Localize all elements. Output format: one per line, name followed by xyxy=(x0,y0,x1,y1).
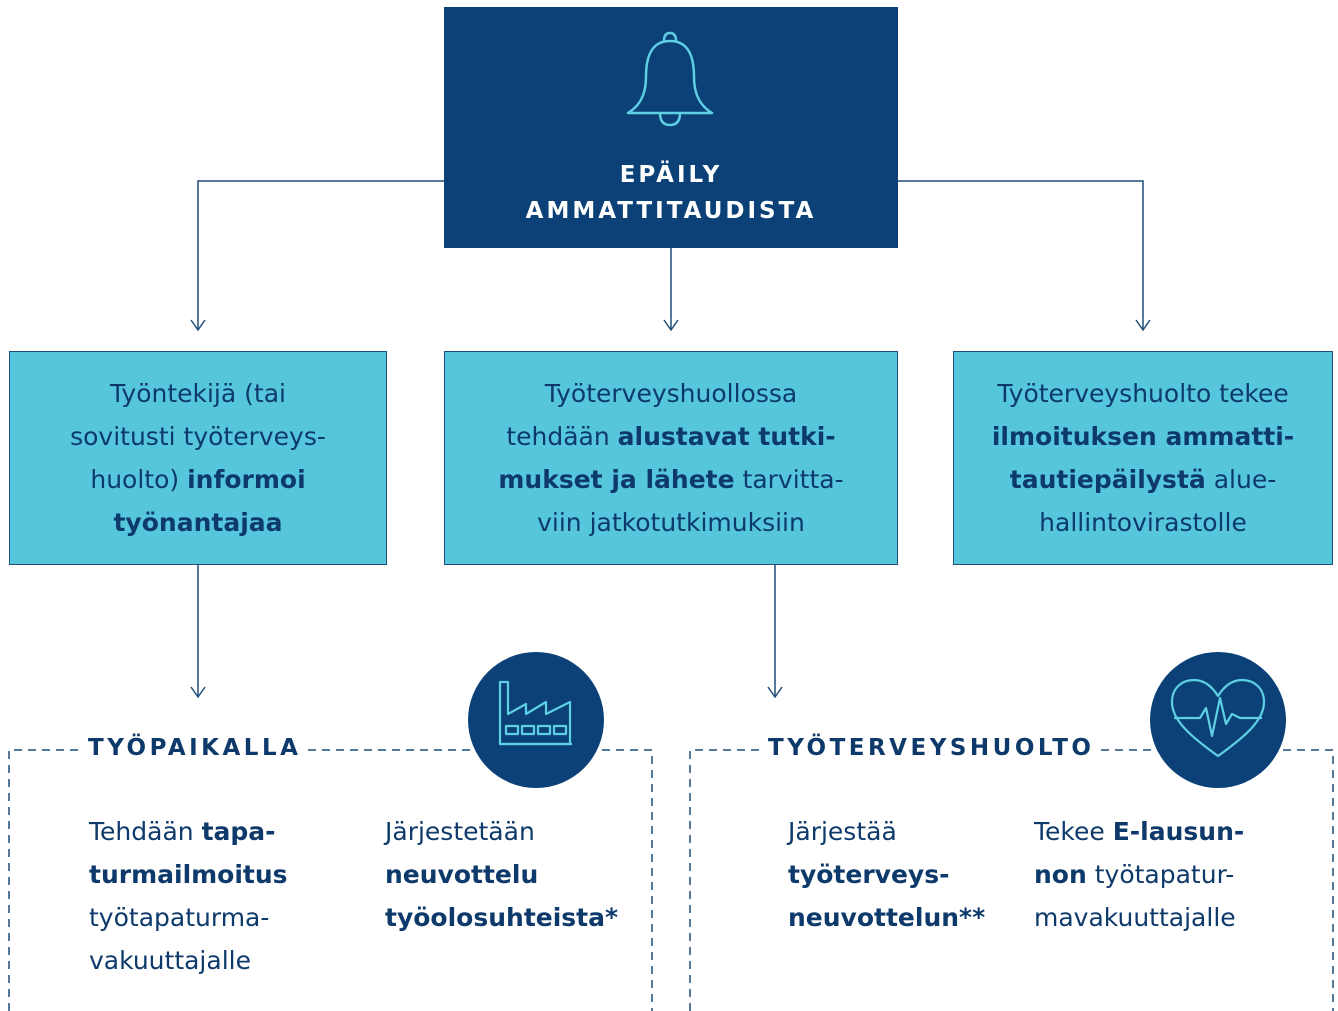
wp-col1-line3: työtapaturma- xyxy=(89,903,270,932)
left-box-line2: sovitusti työterveys- xyxy=(70,422,326,451)
oh-col2-line1-bold: E-lausun- xyxy=(1112,817,1245,846)
occupational-health-dashed-frame xyxy=(689,749,1334,1011)
wp-col2-line1: Järjestetään xyxy=(385,817,535,846)
heart-icon-circle xyxy=(1150,652,1286,788)
factory-icon xyxy=(498,680,572,746)
oh-col2-line1: Tekee xyxy=(1034,817,1113,846)
ilmoitus-ammattitautiepailysta-box: Työterveyshuolto tekee ilmoituksen ammat… xyxy=(953,351,1333,565)
top-title-line2: AMMATTITAUDISTA xyxy=(525,198,817,224)
right-box-line2-bold: ilmoituksen ammatti- xyxy=(991,422,1295,451)
wp-col1-line1: Tehdään xyxy=(89,817,202,846)
workplace-title: TYÖPAIKALLA xyxy=(82,735,308,761)
top-box-title: EPÄILY AMMATTITAUDISTA xyxy=(444,157,898,229)
oh-col-e-lausunto: Tekee E-lausun- non työtapatur- mavakuut… xyxy=(1034,810,1244,939)
arrowhead-left xyxy=(190,319,206,332)
arrowhead-right xyxy=(1135,319,1151,332)
oh-col-tyoterveysneuvottelu: Järjestää työterveys- neuvottelun** xyxy=(788,810,985,939)
oh-col1-line1: Järjestää xyxy=(788,817,897,846)
informoi-tyonantajaa-box: Työntekijä (tai sovitusti työterveys- hu… xyxy=(9,351,387,565)
wp-col2-line3-bold: työolosuhteista* xyxy=(385,903,619,932)
center-box-line3: tarvitta- xyxy=(734,465,844,494)
top-title-line1: EPÄILY xyxy=(619,162,723,188)
arrowhead-center xyxy=(663,319,679,332)
center-box-line2: tehdään xyxy=(506,422,618,451)
right-box-line3: alue- xyxy=(1205,465,1277,494)
left-box-line3: huolto) xyxy=(90,465,188,494)
oh-col1-line2-bold: työterveys- xyxy=(788,860,950,889)
wp-col1-line2-bold: turmailmoitus xyxy=(89,860,288,889)
right-box-line3-bold: tautiepäilystä xyxy=(1009,465,1206,494)
oh-col1-line3-bold: neuvottelun** xyxy=(788,903,986,932)
wp-col1-line1-bold: tapa- xyxy=(201,817,276,846)
center-box-line2-bold: alustavat tutki- xyxy=(617,422,836,451)
left-box-line1: Työntekijä (tai xyxy=(110,379,286,408)
left-box-line4-bold: työnantajaa xyxy=(113,508,283,537)
connector-top-left xyxy=(197,180,444,330)
right-box-line4: hallintovirastolle xyxy=(1039,508,1247,537)
connector-top-right xyxy=(898,180,1144,330)
center-box-line1: Työterveyshuollossa xyxy=(544,379,798,408)
heart-pulse-icon xyxy=(1170,678,1266,758)
wp-col2-line2-bold: neuvottelu xyxy=(385,860,539,889)
factory-icon-circle xyxy=(468,652,604,788)
workplace-col-tapaturmailmoitus: Tehdään tapa- turmailmoitus työtapaturma… xyxy=(89,810,288,982)
center-box-line3-bold: mukset ja lähete xyxy=(498,465,735,494)
oh-col2-line2-bold: non xyxy=(1034,860,1087,889)
workplace-dashed-frame xyxy=(8,749,653,1011)
occupational-health-title: TYÖTERVEYSHUOLTO xyxy=(762,735,1101,761)
arrowhead-left-down xyxy=(190,686,206,699)
oh-col2-line2: työtapatur- xyxy=(1086,860,1235,889)
alustavat-tutkimukset-box: Työterveyshuollossa tehdään alustavat tu… xyxy=(444,351,898,565)
oh-col2-line3: mavakuuttajalle xyxy=(1034,903,1236,932)
wp-col1-line4: vakuuttajalle xyxy=(89,946,251,975)
left-box-line3-bold: informoi xyxy=(187,465,306,494)
bell-icon xyxy=(626,31,714,127)
right-box-line1: Työterveyshuolto tekee xyxy=(997,379,1289,408)
arrowhead-center-down xyxy=(767,686,783,699)
epaily-ammattitaudista-box: EPÄILY AMMATTITAUDISTA xyxy=(444,7,898,248)
workplace-col-neuvottelu: Järjestetään neuvottelu työolosuhteista* xyxy=(385,810,618,939)
center-box-line4: viin jatkotutkimuksiin xyxy=(537,508,805,537)
